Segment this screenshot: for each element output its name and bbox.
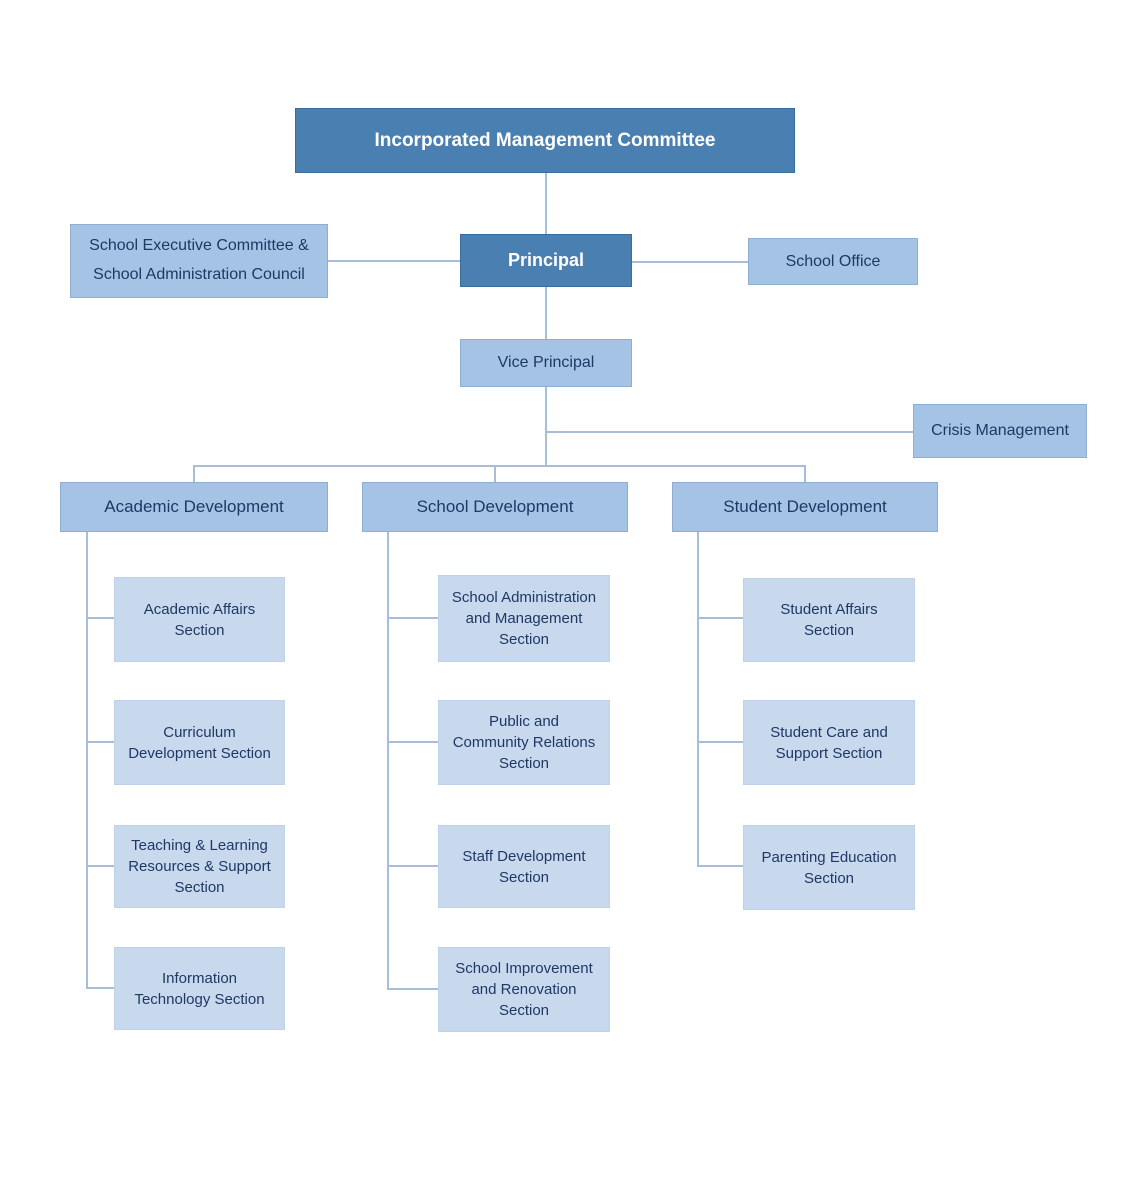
node-label: Crisis Management <box>931 422 1069 439</box>
node-label: Vice Principal <box>497 354 595 371</box>
node-principal: Principal <box>460 234 632 287</box>
node-school-development: School Development <box>362 482 628 532</box>
node-teaching-learning-resources-support-section: Teaching & Learning Resources & Support … <box>114 825 285 908</box>
node-label: School Development <box>416 497 574 516</box>
node-student-development: Student Development <box>672 482 938 532</box>
node-vice-principal: Vice Principal <box>460 339 632 387</box>
node-crisis-management: Crisis Management <box>913 404 1087 458</box>
node-student-care-support-section: Student Care and Support Section <box>743 700 915 785</box>
node-parenting-education-section: Parenting Education Section <box>743 825 915 910</box>
connector-vice-down <box>545 387 547 467</box>
connector-academic-child-1 <box>86 617 114 619</box>
connector-school-child-3 <box>387 865 438 867</box>
connector-branches-horizontal <box>193 465 806 467</box>
node-label: Public and Community Relations Section <box>452 713 596 772</box>
node-curriculum-development-section: Curriculum Development Section <box>114 700 285 785</box>
node-label: Student Development <box>723 497 887 516</box>
node-label: School Executive Committee & School Admi… <box>89 237 309 283</box>
node-label: Teaching & Learning Resources & Support … <box>128 837 271 896</box>
connector-school-child-1 <box>387 617 438 619</box>
node-public-community-relations-section: Public and Community Relations Section <box>438 700 610 785</box>
node-staff-development-section: Staff Development Section <box>438 825 610 908</box>
connector-principal-vice <box>545 287 547 339</box>
connector-stub-academic <box>193 465 195 483</box>
node-label: Academic Development <box>104 497 284 516</box>
connector-student-child-1 <box>697 617 743 619</box>
node-school-improvement-renovation-section: School Improvement and Renovation Sectio… <box>438 947 610 1032</box>
node-school-administration-management-section: School Administration and Management Sec… <box>438 575 610 662</box>
connector-rail-academic <box>86 532 88 989</box>
node-label: Student Affairs Section <box>780 601 878 639</box>
connector-imc-principal <box>545 173 547 235</box>
node-academic-development: Academic Development <box>60 482 328 532</box>
node-label: Curriculum Development Section <box>128 723 271 762</box>
connector-rail-student <box>697 532 699 867</box>
node-label: Parenting Education Section <box>761 848 897 887</box>
connector-stub-school <box>494 465 496 483</box>
node-label: Academic Affairs Section <box>143 600 256 639</box>
node-information-technology-section: Information Technology Section <box>114 947 285 1030</box>
node-label: Principal <box>507 250 585 270</box>
connector-school-child-2 <box>387 741 438 743</box>
node-label: Student Care and Support Section <box>770 723 888 762</box>
connector-academic-child-2 <box>86 741 114 743</box>
node-label: Incorporated Management Committee <box>374 129 716 151</box>
node-label: School Office <box>785 252 881 270</box>
connector-vice-crisis <box>545 431 913 433</box>
node-academic-affairs-section: Academic Affairs Section <box>114 577 285 662</box>
connector-academic-child-3 <box>86 865 114 867</box>
node-school-office: School Office <box>748 238 918 285</box>
node-label: Information Technology Section <box>134 969 265 1008</box>
connector-student-child-3 <box>697 865 743 867</box>
connector-exec-principal <box>328 260 460 262</box>
connector-stub-student <box>804 465 806 483</box>
node-label: Staff Development Section <box>462 847 586 886</box>
node-incorporated-management-committee: Incorporated Management Committee <box>295 108 795 173</box>
node-student-affairs-section: Student Affairs Section <box>743 578 915 662</box>
connector-school-child-4 <box>387 988 438 990</box>
connector-student-child-2 <box>697 741 743 743</box>
node-label: School Administration and Management Sec… <box>451 589 597 648</box>
connector-rail-school <box>387 532 389 989</box>
node-label: School Improvement and Renovation Sectio… <box>455 960 593 1019</box>
node-school-executive-committee: School Executive Committee & School Admi… <box>70 224 328 298</box>
connector-academic-child-4 <box>86 987 114 989</box>
connector-principal-office <box>632 261 748 263</box>
